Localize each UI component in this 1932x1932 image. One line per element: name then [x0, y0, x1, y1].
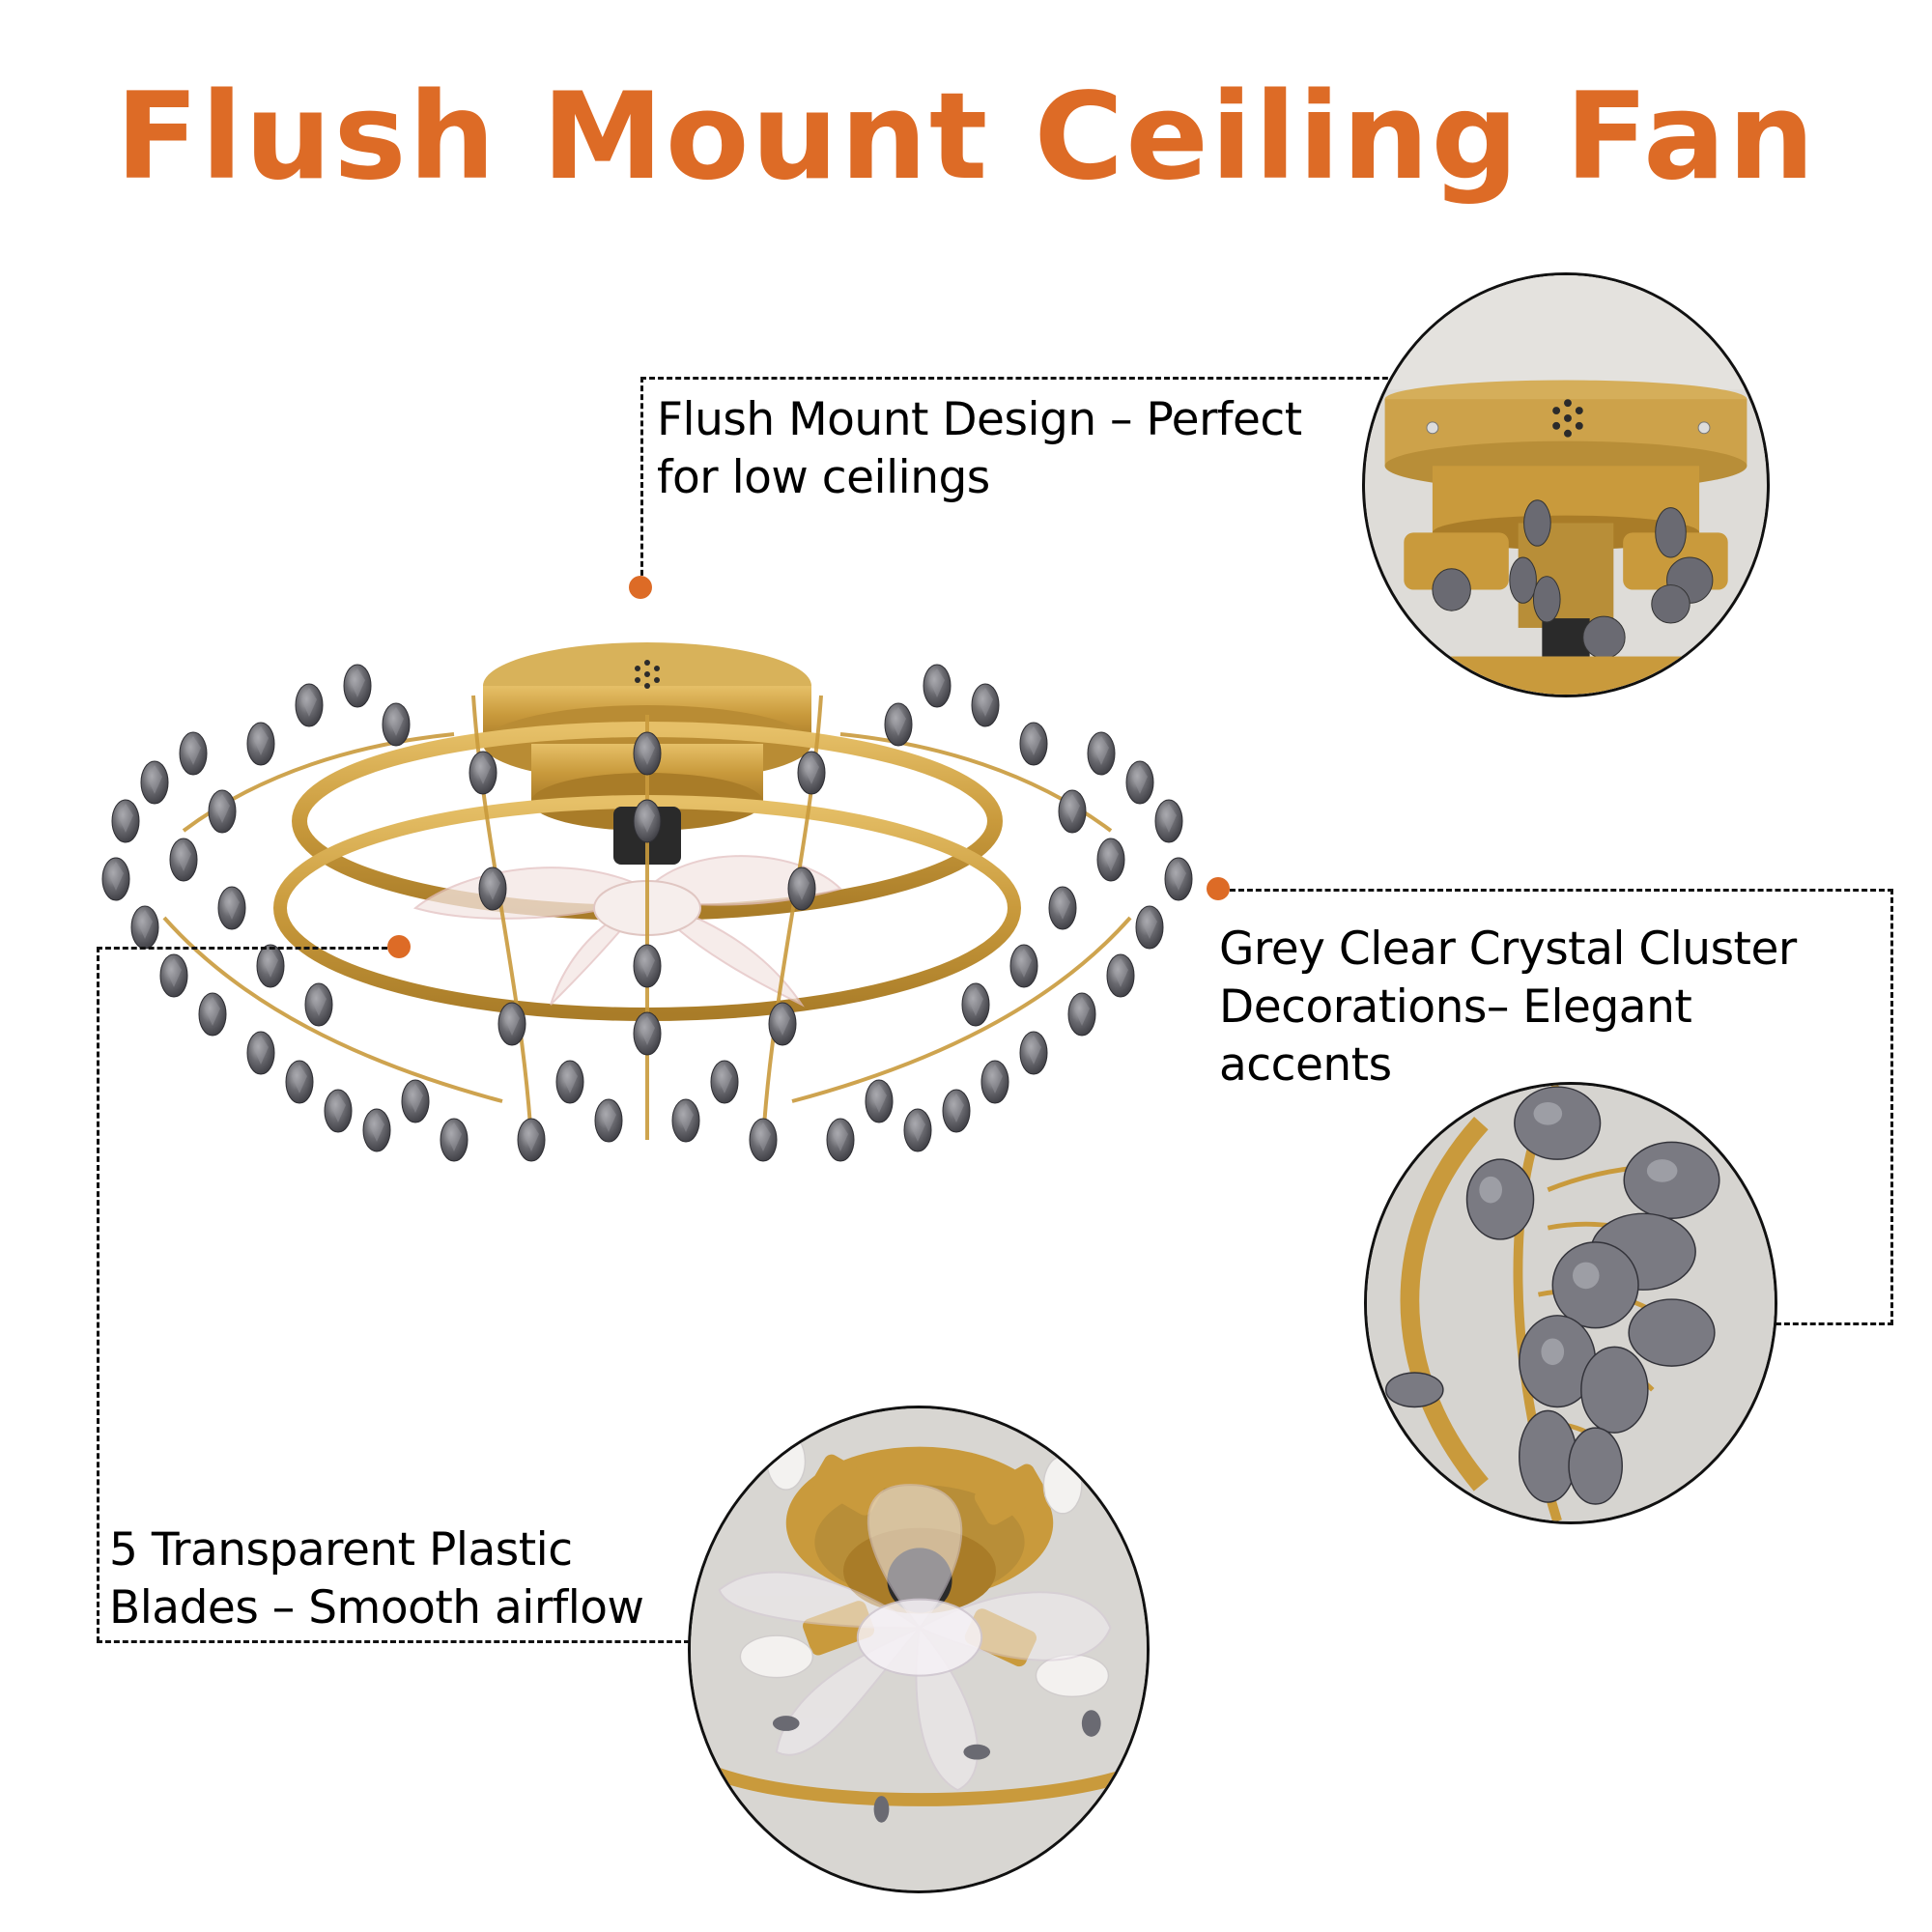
callout-3-leader-vertical	[97, 947, 99, 1642]
callout-3-leader-horizontal-bottom	[97, 1640, 690, 1643]
callout-1-caption: Flush Mount Design – Perfect for low cei…	[657, 391, 1302, 507]
detail-circle-blades	[688, 1406, 1150, 1893]
callout-3-marker-dot	[387, 935, 411, 958]
detail-circle-canopy	[1362, 272, 1770, 697]
callout-2-line-1: Grey Clear Crystal Cluster	[1219, 923, 1797, 976]
callout-1-leader-vertical	[640, 377, 643, 584]
callout-1-line-2: for low ceilings	[657, 451, 990, 504]
callout-2-line-3: accents	[1219, 1038, 1392, 1092]
callout-1-leader-horizontal	[640, 377, 1423, 380]
callout-3-leader-horizontal-top	[97, 947, 387, 950]
callout-3-caption: 5 Transparent Plastic Blades – Smooth ai…	[109, 1521, 644, 1637]
callout-3-line-1: 5 Transparent Plastic	[109, 1523, 573, 1577]
callout-1-line-1: Flush Mount Design – Perfect	[657, 393, 1302, 446]
ceiling-fan-illustration	[101, 642, 1193, 1162]
detail-circle-crystals	[1364, 1082, 1777, 1524]
callout-2-leader-vertical	[1890, 889, 1893, 1325]
product-image-fan	[68, 599, 1227, 1198]
callout-2-marker-dot	[1207, 877, 1230, 900]
blades-closeup-illustration	[691, 1408, 1147, 1890]
crystal-closeup-illustration	[1367, 1085, 1775, 1521]
canopy-closeup-illustration	[1365, 275, 1767, 695]
callout-2-leader-horizontal-bottom	[1776, 1322, 1893, 1325]
callout-2-leader-horizontal-top	[1230, 889, 1893, 892]
callout-1-marker-dot	[629, 576, 652, 599]
callout-3-line-2: Blades – Smooth airflow	[109, 1581, 644, 1634]
callout-2-line-2: Decorations– Elegant	[1219, 980, 1692, 1034]
page-title: Flush Mount Ceiling Fan	[115, 68, 1817, 207]
callout-2-caption: Grey Clear Crystal Cluster Decorations– …	[1219, 921, 1797, 1094]
